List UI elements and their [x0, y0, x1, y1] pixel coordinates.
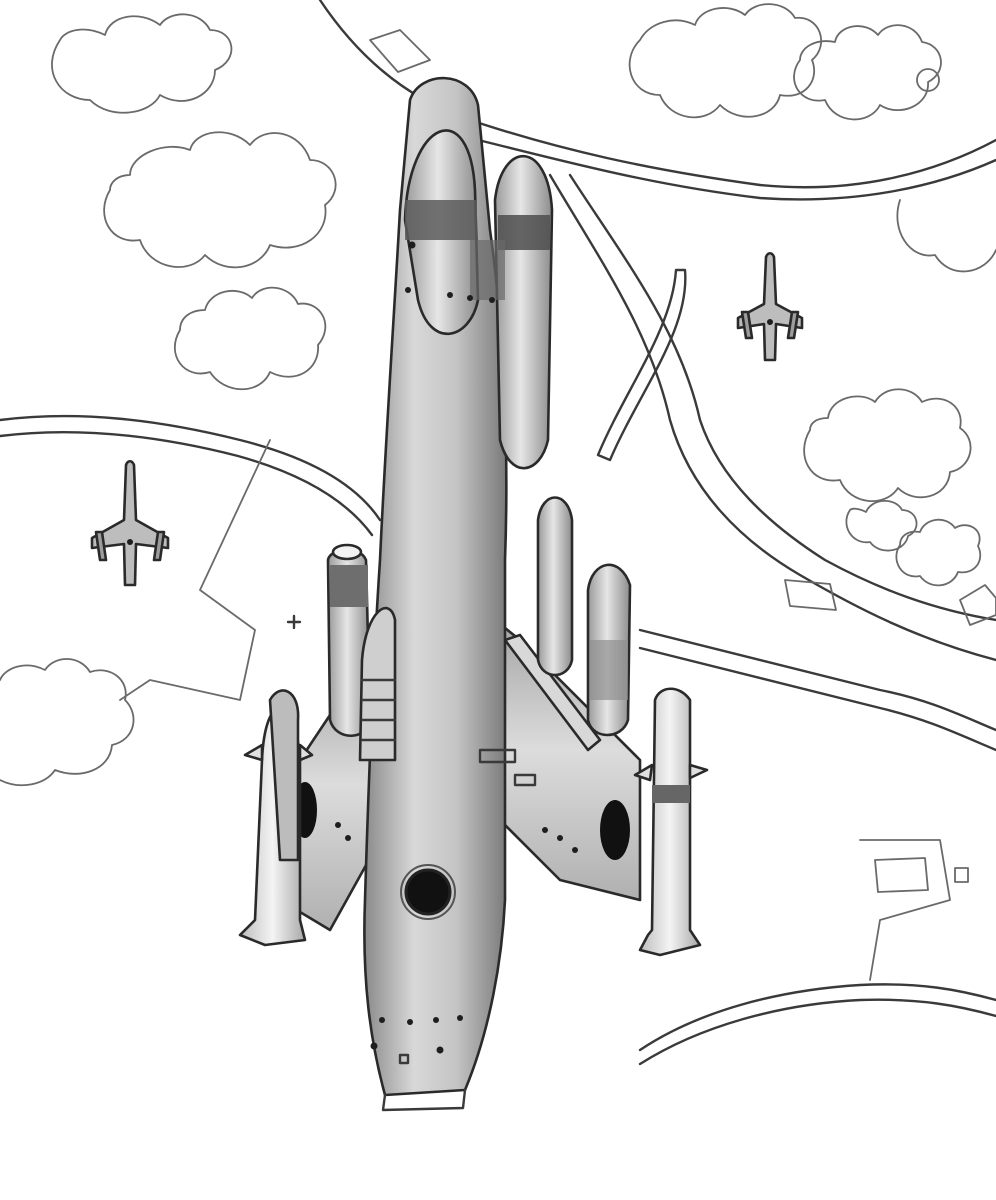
tiny-cross-mark [286, 614, 302, 630]
road-mid-right [638, 628, 996, 732]
canopy [358, 607, 397, 762]
cloud-top-left [51, 13, 233, 114]
belly-panel [478, 748, 517, 764]
road-mid-right-edge [638, 646, 996, 752]
road-lower-right-edge [638, 998, 996, 1066]
field-boundary-right [859, 839, 951, 981]
cloud-ring [916, 68, 940, 92]
track-branch [596, 268, 687, 462]
building-right [874, 857, 929, 893]
rivets [335, 241, 578, 1054]
escort-aircraft-right [736, 251, 804, 362]
road-winding [548, 173, 996, 662]
cloud-top-far-right [793, 24, 942, 121]
engine-pod-left-band [330, 565, 368, 607]
terrain [0, 0, 996, 1066]
engine-pod-left-intake [331, 543, 363, 561]
tail-boom-right [493, 154, 554, 470]
cloud-top-right [628, 3, 823, 119]
building-right-road [784, 579, 837, 611]
building-small [954, 867, 969, 883]
building-right-edge [959, 584, 996, 626]
cloud-left-bottom [0, 658, 135, 787]
canopy-frame [360, 678, 397, 742]
road-top-edge [468, 136, 996, 201]
wing-right-stripe [503, 633, 602, 752]
engine-pod-right-band [590, 640, 628, 700]
road-left-edge [0, 430, 374, 537]
road-top [318, 0, 996, 189]
cloud-right-small [845, 499, 918, 552]
missile-left-outer-fins [243, 743, 314, 762]
engine-nozzle [404, 868, 452, 916]
tail-band-mid [470, 240, 505, 300]
road-left [0, 414, 382, 522]
road-lower-right [638, 983, 996, 1052]
tail-flap [381, 1088, 467, 1112]
road-winding-edge [568, 173, 996, 622]
cloud-right-right [896, 199, 996, 273]
missile-right-outer-fins [633, 763, 709, 782]
tail-band-left [405, 200, 477, 240]
main-aircraft [238, 76, 709, 1112]
engine-pod-right-inner [536, 496, 574, 677]
escort-aircraft-left [90, 459, 170, 587]
missile-right-outer-band [652, 785, 690, 803]
hatch-panel [398, 1053, 410, 1065]
missile-left-pod [268, 689, 300, 862]
field-boundary-left [119, 439, 271, 701]
clouds [0, 3, 996, 787]
tail-band-right [498, 215, 550, 250]
belly-panel-2 [513, 773, 537, 787]
engine-nozzle-rim [400, 864, 456, 920]
cloud-right-lower [895, 518, 982, 587]
building-top [369, 29, 431, 73]
cloud-left-lower [174, 286, 327, 391]
cloud-left-large [103, 131, 337, 269]
wing-port-right [600, 800, 630, 860]
cloud-right-middle [803, 388, 972, 502]
missile-right-outer [638, 687, 702, 957]
